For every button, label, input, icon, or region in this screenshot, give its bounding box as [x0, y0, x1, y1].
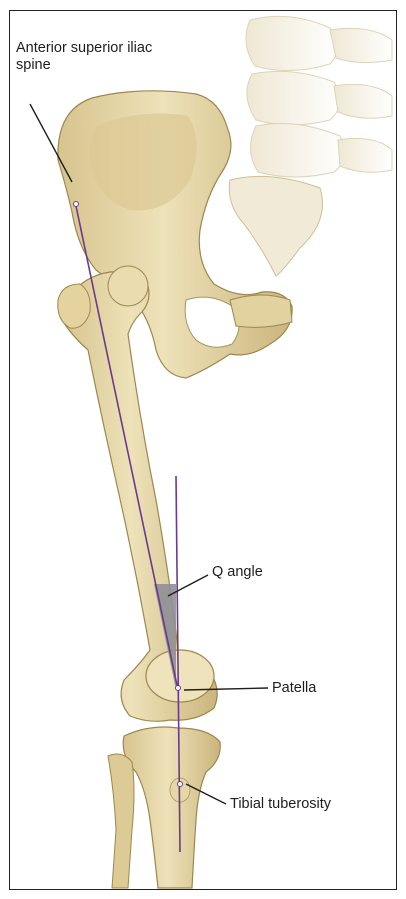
pubic-ramus	[230, 295, 292, 327]
tibial-tuberosity-point	[178, 782, 183, 787]
patella-label: Patella	[272, 680, 316, 697]
tibial-tuberosity-label: Tibial tuberosity	[230, 796, 331, 813]
lumbar-spine	[246, 16, 392, 177]
patella-bone	[146, 650, 214, 702]
q-angle-label: Q angle	[212, 564, 263, 581]
fibula	[108, 754, 134, 888]
sacrum	[229, 176, 322, 276]
femoral-head	[108, 266, 148, 306]
patella-point	[176, 686, 181, 691]
asis-label: Anterior superior iliac spine	[16, 40, 156, 74]
asis-point	[74, 202, 79, 207]
tibia	[123, 727, 220, 888]
greater-trochanter	[58, 284, 91, 328]
